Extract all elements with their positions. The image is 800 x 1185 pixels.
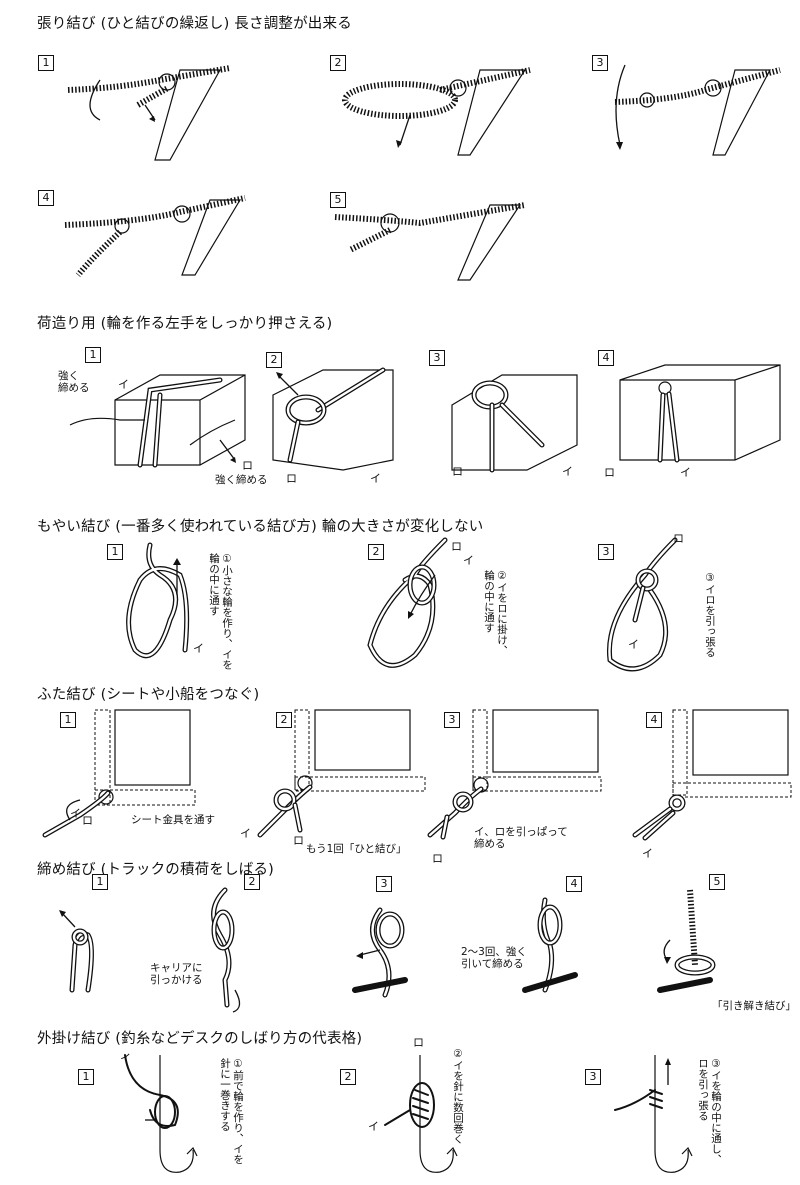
- moyai-step3-illustration: [606, 537, 678, 672]
- hari-musubi-step4-illustration: [64, 195, 246, 277]
- step-number: 2: [368, 544, 384, 560]
- sotokake-step1-illustration: [124, 1054, 198, 1173]
- shime-step5-illustration: [657, 889, 716, 993]
- section-title-sotokake-musubi: 外掛け結び (釣糸などデスクのしばり方の代表格): [37, 1031, 363, 1047]
- futa-step2-illustration: [257, 709, 426, 838]
- step-number: 2: [340, 1069, 356, 1085]
- step-number: 1: [107, 544, 123, 560]
- nizukuri-step1-illustration: [69, 374, 246, 468]
- note-sotokake-1: ①前で輪を作り、イを 針に一巻きする: [219, 1058, 244, 1165]
- kana-ro: ロ: [293, 834, 304, 847]
- hari-musubi-step3-illustration: [614, 64, 781, 156]
- note-shime-4: 2〜3回、強く 引いて締める: [461, 946, 527, 970]
- note-moyai-1: ①小さな輪を作り、イを 輪の中に通す: [208, 553, 233, 670]
- kana-i: イ: [680, 466, 691, 479]
- step-number: 2: [330, 55, 346, 71]
- step-number: 3: [429, 350, 445, 366]
- kana-i: イ: [370, 472, 381, 485]
- kana-ro: ロ: [452, 465, 463, 478]
- step-number: 3: [444, 712, 460, 728]
- step-number: 2: [244, 874, 260, 890]
- futa-step3-illustration: [427, 709, 602, 840]
- step-number: 1: [85, 347, 101, 363]
- step-number: 3: [585, 1069, 601, 1085]
- kana-i: イ: [240, 827, 251, 840]
- moyai-step2-illustration: [367, 537, 448, 668]
- step-number: 2: [266, 352, 282, 368]
- section-title-nizukuri: 荷造り用 (輪を作る左手をしっかり押さえる): [37, 316, 333, 332]
- futa-step1-illustration: [42, 709, 196, 838]
- kana-i: イ: [463, 554, 474, 567]
- step-number: 1: [92, 874, 108, 890]
- note-sotokake-2: ②イを針に数回巻く: [452, 1048, 464, 1144]
- kana-i: イ: [642, 847, 653, 860]
- note-tsuyoku-shimeru-left: 強く 締める: [58, 370, 90, 394]
- shime-step3-illustration: [352, 907, 408, 998]
- moyai-step1-illustration: [126, 542, 190, 659]
- step-number: 4: [646, 712, 662, 728]
- kana-i: イ: [70, 807, 81, 820]
- kana-ro: ロ: [286, 472, 297, 485]
- hari-musubi-step1-illustration: [67, 65, 231, 161]
- hari-musubi-step5-illustration: [334, 202, 526, 281]
- step-number: 3: [376, 876, 392, 892]
- kana-ro: ロ: [242, 459, 253, 472]
- note-tsuyoku-shimeru: 強く締める: [215, 474, 268, 486]
- kana-i: イ: [120, 1052, 131, 1065]
- step-number: 5: [330, 192, 346, 208]
- kana-ro: ロ: [451, 540, 462, 553]
- kana-ro: ロ: [673, 532, 684, 545]
- kana-i: イ: [193, 642, 204, 655]
- kana-ro: ロ: [413, 1036, 424, 1049]
- kana-i: イ: [562, 465, 573, 478]
- step-number: 1: [60, 712, 76, 728]
- step-number: 4: [566, 876, 582, 892]
- futa-step4-illustration: [632, 709, 792, 841]
- shime-step2-illustration: [211, 887, 241, 1013]
- kana-i: イ: [628, 638, 639, 651]
- step-number: 1: [78, 1069, 94, 1085]
- sotokake-step3-illustration: [614, 1055, 693, 1173]
- step-number: 2: [276, 712, 292, 728]
- nizukuri-step3-illustration: [451, 374, 578, 473]
- step-number: 1: [38, 55, 54, 71]
- note-shime-5: 「引き解き結び」: [712, 1000, 796, 1012]
- kana-i: イ: [368, 1120, 379, 1133]
- section-title-futa-musubi: ふた結び (シートや小船をつなぐ): [37, 687, 260, 703]
- note-futa-2: もう1回「ひと結び」: [306, 843, 407, 855]
- section-title-shime-musubi: 締め結び (トラックの積荷をしばる): [37, 862, 275, 878]
- nizukuri-step4-illustration: [619, 364, 781, 463]
- section-title-moyai-musubi: もやい結び (一番多く使われている結び方) 輪の大きさが変化しない: [37, 519, 484, 535]
- hari-musubi-step2-illustration: [342, 67, 531, 156]
- step-number: 5: [709, 874, 725, 890]
- kana-ro: ロ: [82, 814, 93, 827]
- nizukuri-step2-illustration: [272, 367, 394, 471]
- step-number: 3: [592, 55, 608, 71]
- step-number: 4: [38, 190, 54, 206]
- sotokake-step2-illustration: [384, 1055, 458, 1173]
- note-futa-1: シート金具を通す: [131, 814, 215, 826]
- step-number: 3: [598, 544, 614, 560]
- kana-ro: ロ: [432, 852, 443, 865]
- step-number: 4: [598, 350, 614, 366]
- kana-i: イ: [118, 378, 129, 391]
- note-futa-3: イ、ロを引っぱって 締める: [474, 826, 568, 850]
- note-sotokake-3: ③イを輪の中に通し、 ロを引っ張る: [697, 1058, 722, 1165]
- section-title-hari-musubi: 張り結び (ひと結びの繰返し) 長さ調整が出来る: [37, 16, 352, 32]
- note-moyai-2: ②イをロに掛け、 輪の中に通す: [483, 570, 508, 656]
- note-shime-2: キャリアに 引っかける: [150, 962, 203, 986]
- shime-step1-illustration: [59, 910, 94, 993]
- kana-ro: ロ: [604, 466, 615, 479]
- shime-step4-illustration: [522, 897, 578, 993]
- note-moyai-3: ③イロを引っ張る: [704, 572, 716, 658]
